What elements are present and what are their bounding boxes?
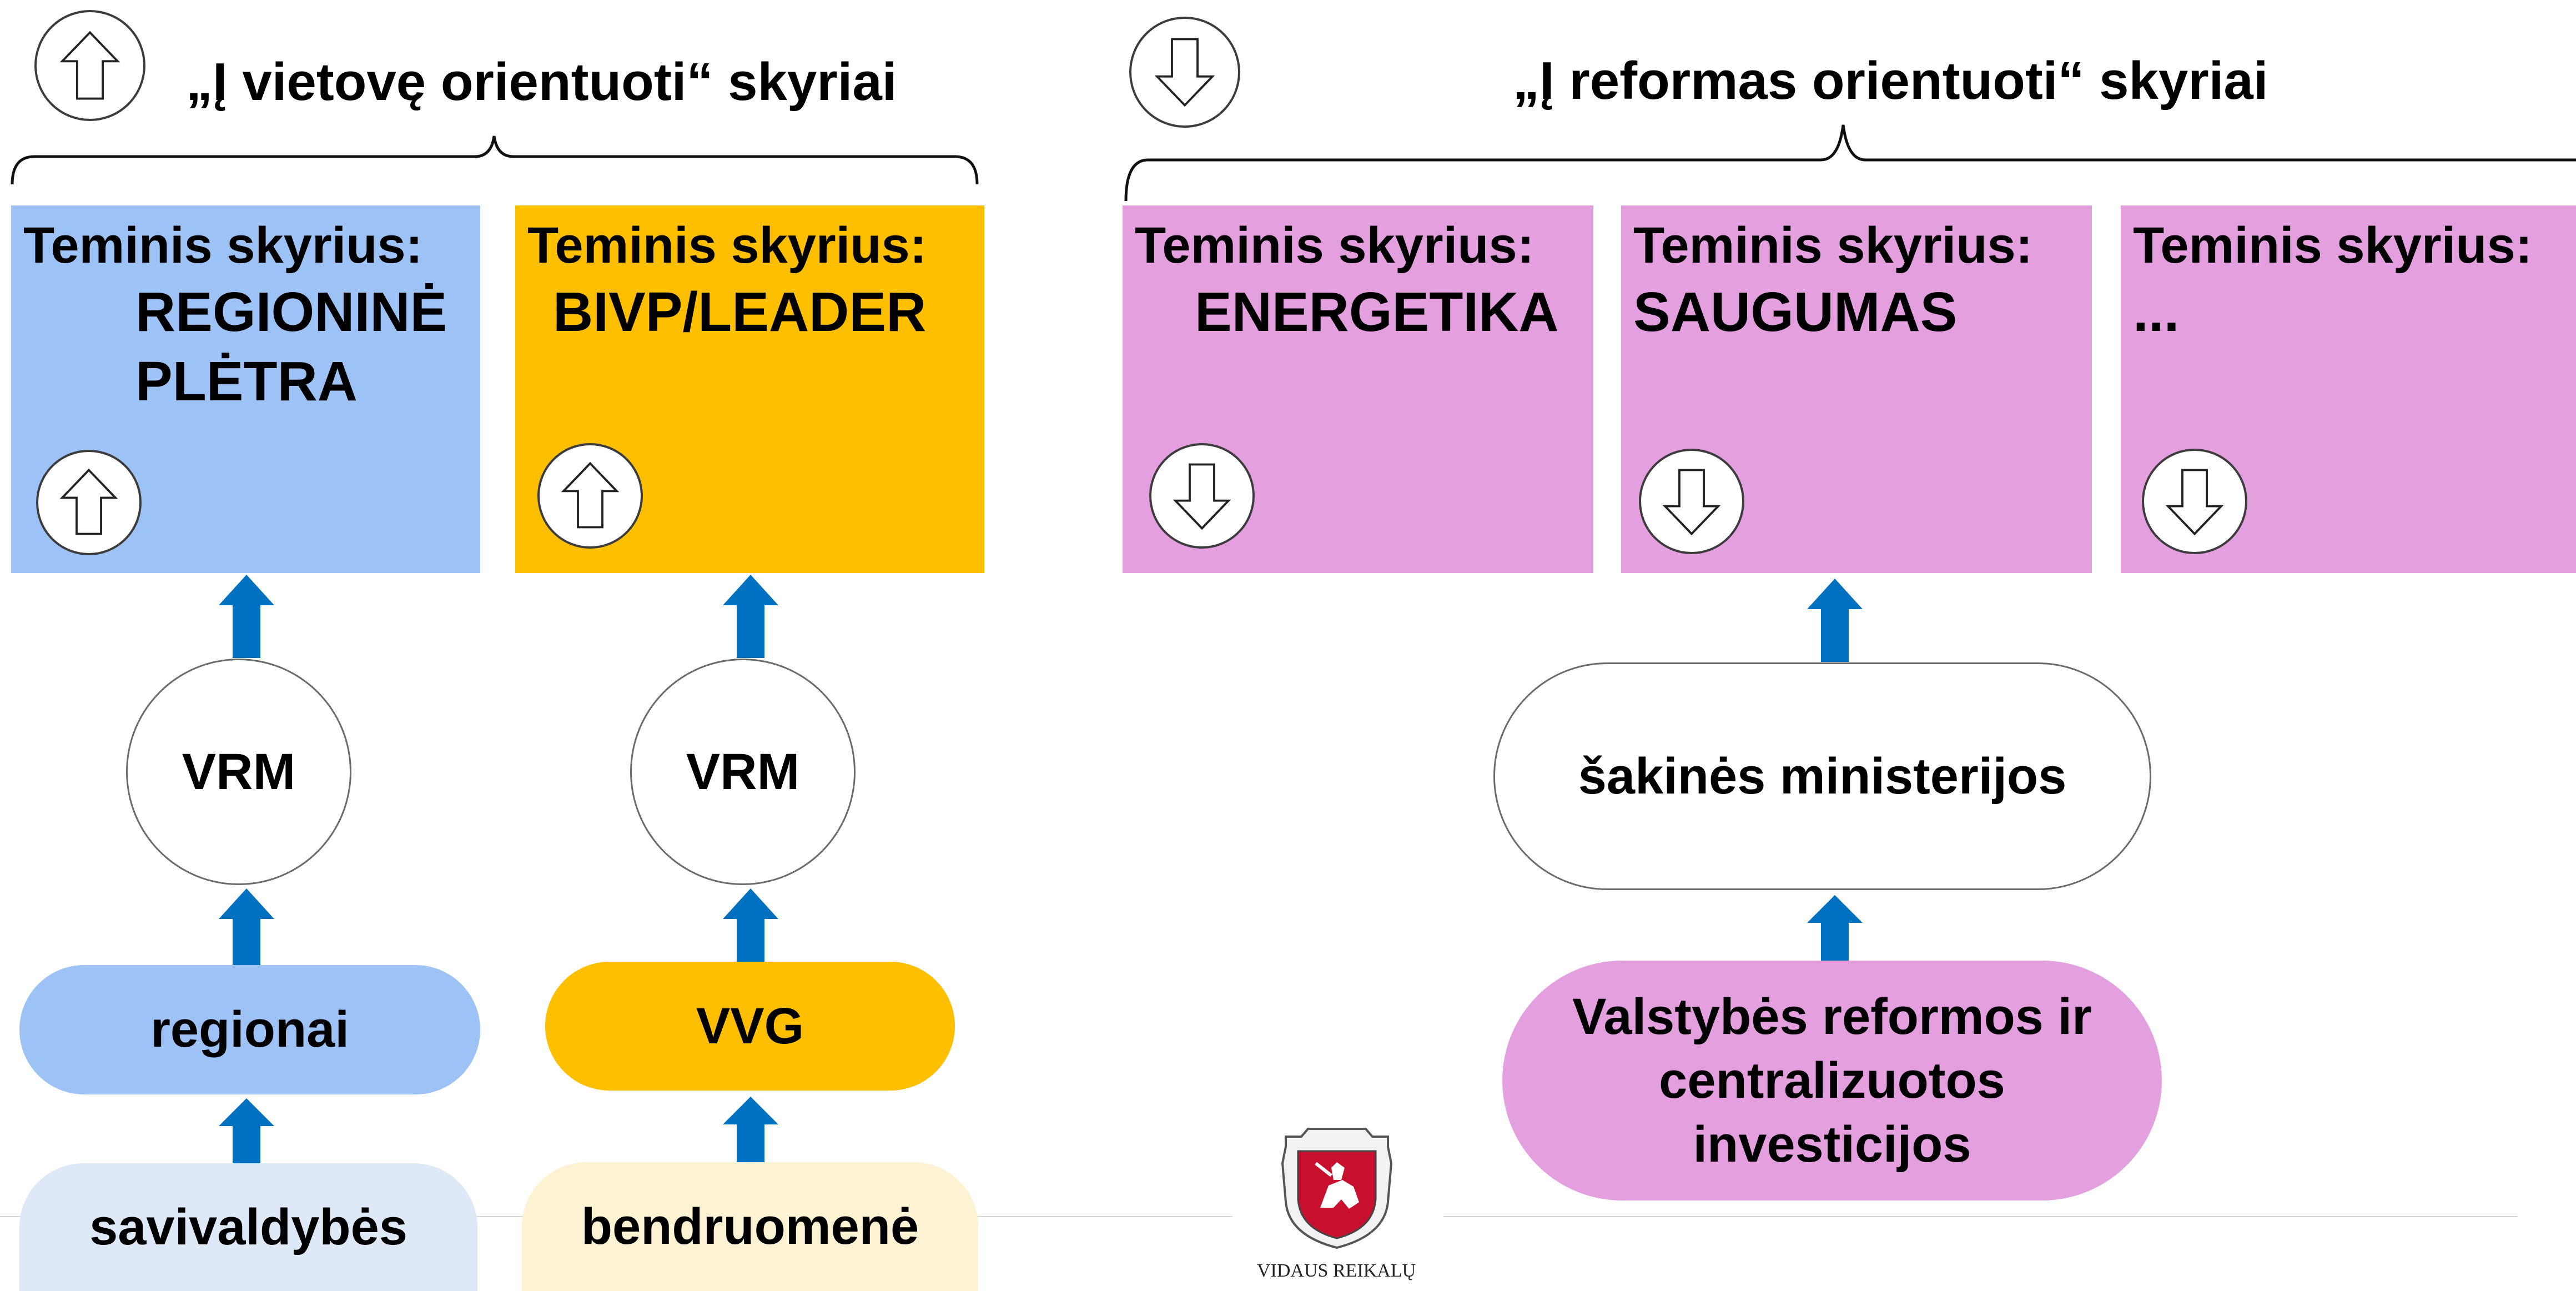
community-pill: bendruomenė — [522, 1162, 978, 1291]
theme-label: Teminis skyrius: — [527, 217, 927, 274]
flow-arrow-icon — [723, 1097, 778, 1163]
left-section-title: „Į vietovę orientuoti“ skyriai — [186, 52, 897, 112]
flow-arrow-icon — [723, 888, 778, 962]
theme-box-leader: Teminis skyrius: BIVP/LEADER — [515, 205, 984, 573]
down-arrow-icon — [1149, 443, 1255, 549]
down-arrow-icon — [1639, 449, 1744, 554]
down-arrow-icon — [2142, 449, 2247, 554]
divider-line — [1443, 1216, 2518, 1217]
flow-arrow-icon — [219, 1098, 274, 1165]
coat-of-arms-logo — [1276, 1124, 1398, 1249]
up-arrow-icon — [34, 10, 145, 121]
theme-label: Teminis skyrius: — [23, 217, 423, 274]
theme-topic: ... — [2133, 281, 2180, 343]
flow-arrow-icon — [219, 888, 274, 965]
ministry-node-sector: šakinės ministerijos — [1493, 662, 2151, 890]
lag-pill: VVG — [545, 962, 955, 1091]
theme-topic: BIVP/LEADER — [553, 281, 927, 343]
up-arrow-icon — [36, 450, 142, 555]
right-section-title: „Į reformas orientuoti“ skyriai — [1513, 51, 2268, 110]
theme-label: Teminis skyrius: — [2133, 217, 2533, 274]
theme-label: Teminis skyrius: — [1633, 217, 2033, 274]
theme-label: Teminis skyrius: — [1135, 217, 1534, 274]
state-reform-pill: Valstybės reformos ir centralizuotos inv… — [1502, 961, 2162, 1200]
theme-box-security: Teminis skyrius: SAUGUMAS — [1621, 205, 2092, 573]
regions-pill: regionai — [19, 965, 480, 1094]
flow-arrow-icon — [723, 575, 778, 658]
logo-caption: VIDAUS REIKALŲ — [1257, 1260, 1416, 1281]
municipalities-pill: savivaldybės — [19, 1163, 477, 1291]
theme-box-regional: Teminis skyrius: REGIONINĖ PLĖTRA — [11, 205, 480, 573]
flow-arrow-icon — [1807, 579, 1863, 662]
ministry-node-vrm: VRM — [630, 659, 856, 885]
flow-arrow-icon — [219, 575, 274, 658]
theme-topic: SAUGUMAS — [1633, 281, 1958, 343]
theme-topic: REGIONINĖ PLĖTRA — [135, 281, 447, 413]
theme-box-energy: Teminis skyrius: ENERGETIKA — [1123, 205, 1593, 573]
flow-arrow-icon — [1807, 895, 1863, 962]
ministry-node-vrm: VRM — [126, 659, 351, 885]
theme-topic: ENERGETIKA — [1195, 281, 1559, 343]
up-arrow-icon — [537, 443, 643, 549]
down-arrow-icon — [1129, 17, 1240, 128]
theme-box-other: Teminis skyrius: ... — [2121, 205, 2576, 573]
